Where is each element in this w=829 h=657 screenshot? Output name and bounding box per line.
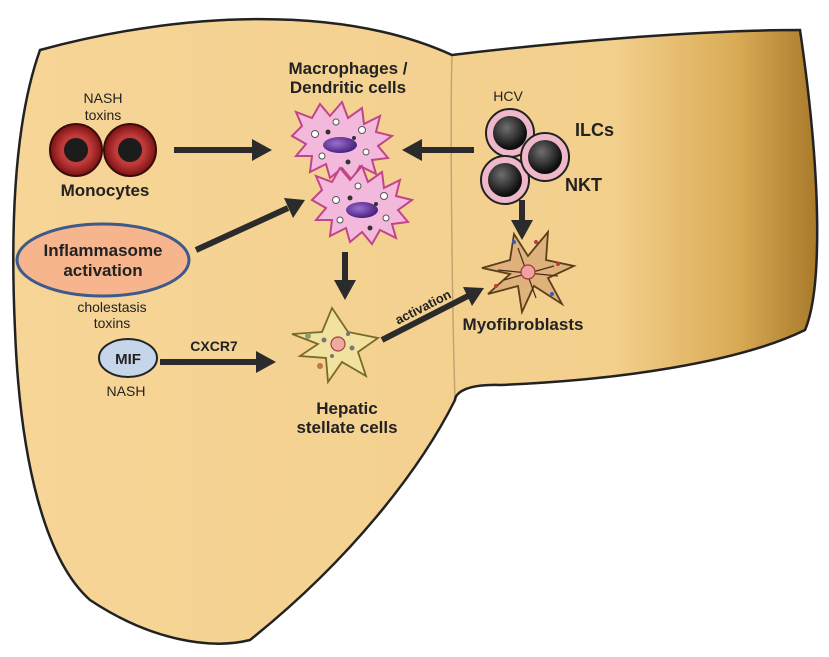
label-macrophages-line1: Macrophages / bbox=[288, 59, 407, 78]
label-hcv: HCV bbox=[493, 88, 523, 104]
label-nash-top: NASH bbox=[84, 90, 123, 106]
label-ilcs: ILCs bbox=[575, 120, 614, 140]
arrow-monocytes-to-macrophages bbox=[174, 139, 272, 161]
label-cxcr7: CXCR7 bbox=[190, 338, 238, 354]
liver-shape bbox=[12, 17, 819, 645]
monocytes-icon bbox=[49, 123, 157, 177]
stellate-cell-icon bbox=[291, 306, 381, 385]
arrow-mif-to-stellate bbox=[160, 351, 276, 373]
myofibroblast-icon bbox=[481, 229, 577, 316]
label-hepatic-line2: stellate cells bbox=[296, 418, 397, 437]
label-monocytes: Monocytes bbox=[61, 181, 150, 200]
mif-oval bbox=[98, 338, 158, 378]
label-inflammasome-line1: Inflammasome bbox=[43, 241, 162, 260]
label-hepatic-line1: Hepatic bbox=[316, 399, 377, 418]
lymphocytes-icon bbox=[480, 108, 570, 205]
inflammasome-oval bbox=[15, 222, 191, 298]
label-myofibroblasts: Myofibroblasts bbox=[463, 315, 584, 334]
label-nkt: NKT bbox=[565, 175, 602, 195]
liver-lobe-line bbox=[450, 54, 456, 401]
label-toxins-top: toxins bbox=[85, 107, 122, 123]
arrow-stellate-to-myofibroblasts bbox=[380, 287, 484, 343]
arrow-lymphocytes-to-myofibroblasts bbox=[511, 200, 533, 240]
label-macrophages-line2: Dendritic cells bbox=[290, 78, 406, 97]
label-cholestasis: cholestasis bbox=[77, 299, 146, 315]
label-nash-bottom: NASH bbox=[107, 383, 146, 399]
arrow-lymphocytes-to-macrophages bbox=[402, 139, 474, 161]
macrophage-top-icon bbox=[290, 100, 395, 182]
macrophage-bottom-icon bbox=[310, 164, 415, 246]
arrows bbox=[160, 139, 533, 373]
arrow-macrophages-to-stellate bbox=[334, 252, 356, 300]
label-inflammasome-line2: activation bbox=[63, 261, 142, 280]
arrow-inflammasome-to-macrophages bbox=[194, 198, 305, 253]
label-mif: MIF bbox=[115, 351, 141, 368]
label-toxins-mid: toxins bbox=[94, 315, 131, 331]
